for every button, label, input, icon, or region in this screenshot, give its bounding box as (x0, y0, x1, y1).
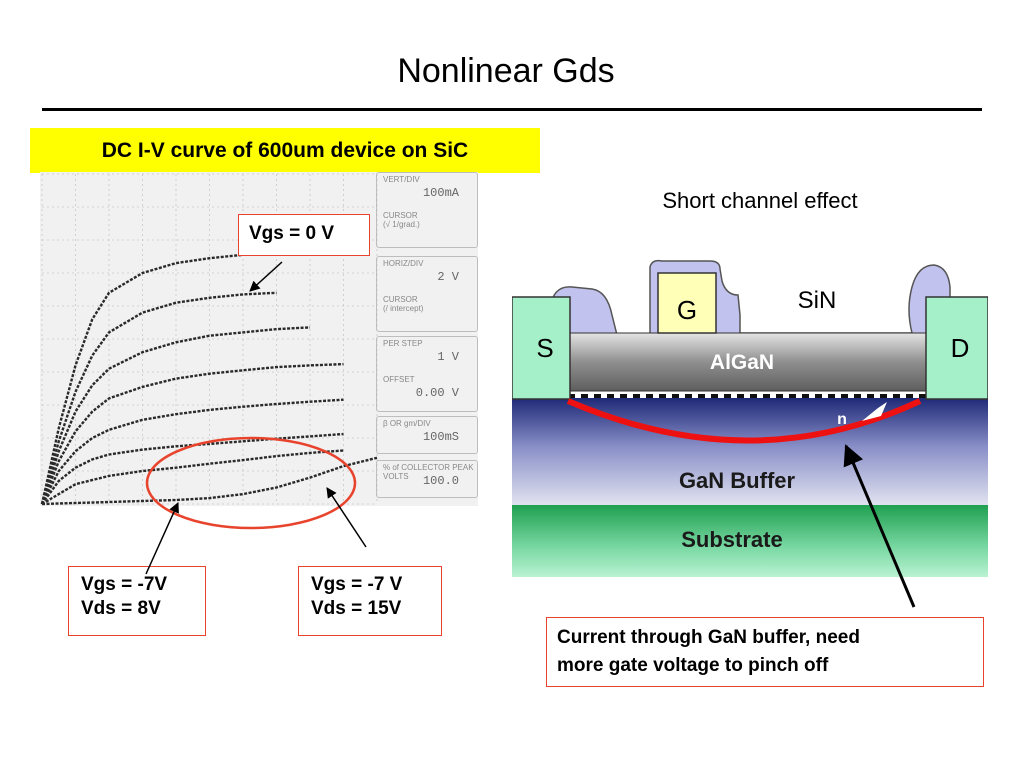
arrow-vgs7-8 (145, 502, 179, 575)
scope-readout-box: HORIZ/DIV 2 V CURSOR(/ intercept) (376, 256, 478, 332)
scope-readout-sub: (/ intercept) (383, 304, 424, 313)
buffer-current-path (566, 398, 922, 444)
note-line-1: Current through GaN buffer, need (557, 627, 860, 648)
short-channel-label: Short channel effect (662, 188, 858, 213)
callout-line-1: Vgs = -7V (81, 574, 168, 595)
substrate-label: Substrate (681, 527, 782, 552)
scope-readout-value: 2 V (437, 270, 459, 284)
note-line-2: more gate voltage to pinch off (557, 655, 829, 676)
algan-label: AlGaN (710, 351, 774, 374)
scope-readout-label: % of COLLECTOR PEAK VOLTS (383, 463, 474, 481)
gate-contact (657, 272, 717, 334)
sin-label: SiN (798, 287, 837, 314)
callout-vgs-7-vds-15: Vgs = -7 V Vds = 15V (298, 566, 442, 636)
gan-buffer-label: GaN Buffer (679, 468, 796, 493)
scope-readout-value: 100.0 (422, 474, 459, 488)
drain-label: D (951, 333, 970, 363)
n-channel-arrow (862, 402, 887, 421)
device-cross-section: G S D SiN AlGaN n GaN Buffer Substrate (512, 259, 988, 577)
scope-readout-value: 0.00 V (415, 386, 459, 400)
scope-readout-value: 1 V (437, 350, 459, 364)
callout-vgs-0-text: Vgs = 0 V (249, 223, 335, 244)
iv-curve-2 (40, 326, 311, 505)
iv-curve-0 (40, 252, 277, 505)
slide-title: Nonlinear Gds (397, 52, 615, 90)
scope-readout-value: 100mS (422, 430, 459, 444)
callout-line-2: Vds = 15V (311, 598, 402, 619)
scope-readout-label: VERT/DIV (383, 175, 420, 184)
scope-readout-sub: (√ 1/grad.) (383, 220, 420, 229)
scope-readout-label: CURSOR (383, 295, 418, 304)
iv-curve-3 (40, 362, 344, 505)
scope-readout-label: HORIZ/DIV (383, 259, 424, 268)
gate-label: G (677, 295, 697, 325)
scope-readout-box: β OR gm/DIV 100mS (376, 416, 478, 454)
scope-readout-label: PER STEP (383, 339, 423, 348)
source-label: S (536, 333, 553, 363)
scope-readout-label: OFFSET (383, 375, 415, 384)
source-contact (512, 296, 571, 400)
current-note-box: Current through GaN buffer, need more ga… (546, 617, 984, 687)
iv-curve-5 (41, 432, 344, 505)
iv-curve-4 (40, 398, 344, 505)
iv-curve-6 (41, 449, 344, 506)
scope-readout-label: CURSOR (383, 211, 418, 220)
callout-vgs-7-vds-8: Vgs = -7V Vds = 8V (68, 566, 206, 636)
callout-vgs-0: Vgs = 0 V (238, 214, 370, 256)
callout-line-1: Vgs = -7 V (311, 574, 403, 595)
subtitle-highlight: DC I-V curve of 600um device on SiC (30, 128, 540, 173)
title-divider (42, 108, 982, 111)
scope-readout-value: 100mA (422, 186, 459, 200)
iv-curve-1 (40, 291, 277, 505)
sin-layer (549, 259, 951, 342)
n-label: n (837, 411, 847, 428)
scope-readout-label: β OR gm/DIV (383, 419, 431, 428)
drain-contact (925, 296, 988, 400)
callout-line-2: Vds = 8V (81, 598, 161, 619)
